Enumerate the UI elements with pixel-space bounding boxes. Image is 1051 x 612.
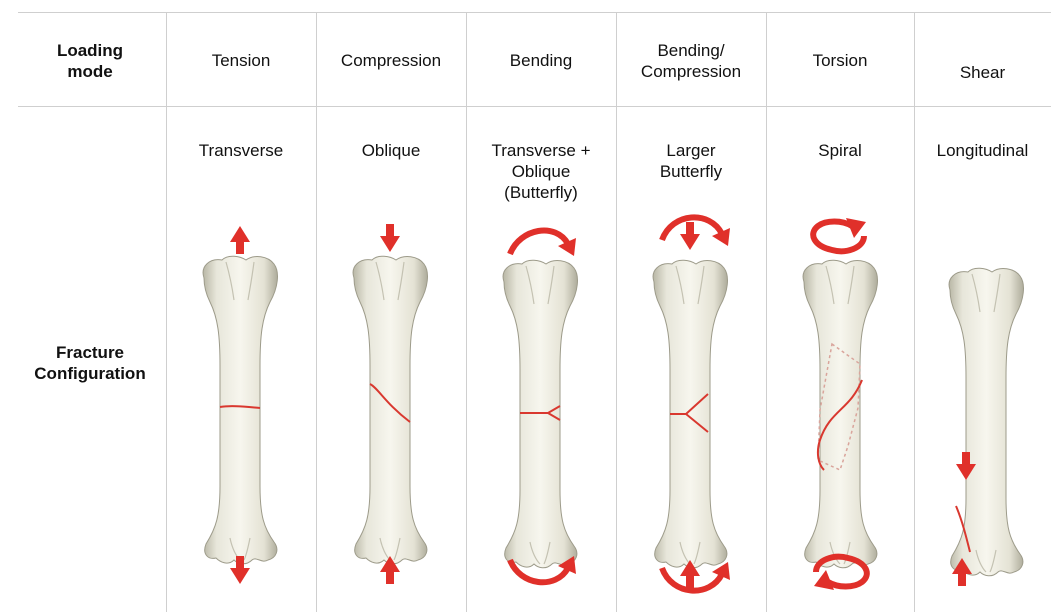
torsion-rotate-arrow-top-icon (813, 218, 866, 251)
bone-bending-compression (653, 260, 727, 568)
tension-arrow-up-icon (230, 226, 250, 254)
bending-compression-arrows-top-icon (662, 217, 730, 250)
bone-compression (353, 256, 427, 564)
bone-tension (203, 256, 277, 564)
bone-torsion (803, 260, 877, 568)
bone-bending (503, 260, 577, 568)
compression-arrow-down-icon (380, 224, 400, 252)
bone-shear (949, 268, 1023, 576)
bending-curved-arrow-top-icon (510, 231, 576, 256)
